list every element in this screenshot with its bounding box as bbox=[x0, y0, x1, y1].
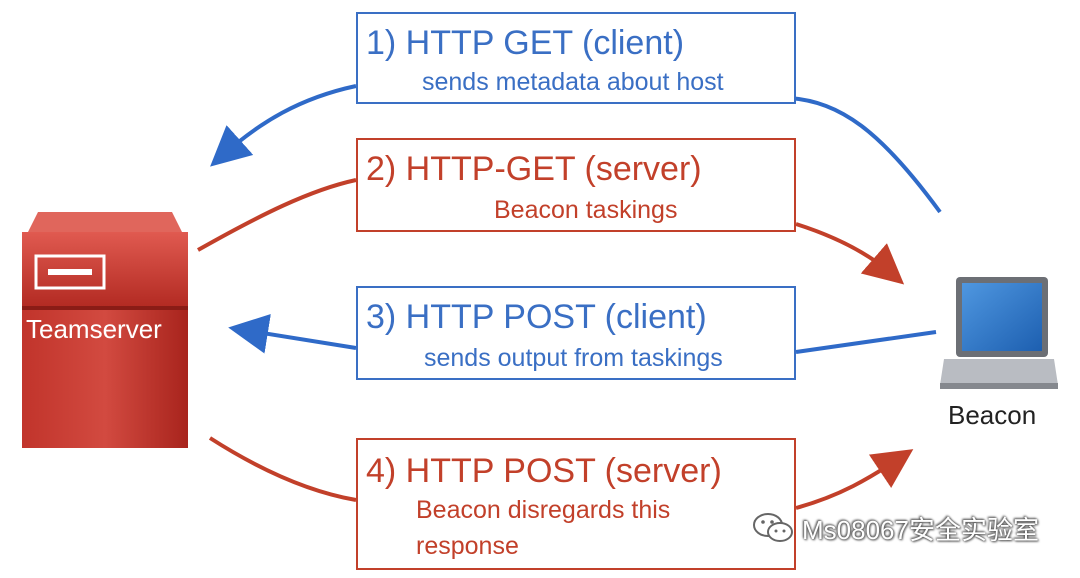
beacon-label: Beacon bbox=[948, 400, 1037, 430]
arrow-1-client-get bbox=[222, 84, 942, 214]
step-4-box: 4) HTTP POST (server) Beacon disregards … bbox=[356, 438, 796, 570]
teamserver-icon bbox=[22, 212, 188, 448]
wechat-icon bbox=[753, 513, 793, 542]
step-3-title: 3) HTTP POST (client) bbox=[366, 298, 707, 336]
step-3-subtitle: sends output from taskings bbox=[424, 344, 723, 372]
step-4-subtitle-line1: Beacon disregards this bbox=[416, 496, 671, 524]
step-1-title: 1) HTTP GET (client) bbox=[366, 24, 685, 62]
laptop-icon bbox=[940, 277, 1058, 389]
arrow-2-server-get bbox=[197, 178, 892, 274]
step-2-subtitle: Beacon taskings bbox=[494, 196, 678, 224]
step-2-title: 2) HTTP-GET (server) bbox=[366, 150, 702, 188]
step-1-box: 1) HTTP GET (client) sends metadata abou… bbox=[356, 12, 796, 104]
step-4-subtitle-line2: response bbox=[416, 532, 519, 560]
watermark-text: Ms08067安全实验室 bbox=[802, 514, 1039, 545]
arrow-3-client-post bbox=[244, 330, 937, 352]
step-3-box: 3) HTTP POST (client) sends output from … bbox=[356, 286, 796, 380]
teamserver-label: Teamserver bbox=[26, 314, 162, 344]
watermark: Ms08067安全实验室 bbox=[752, 508, 1039, 548]
step-1-subtitle: sends metadata about host bbox=[422, 68, 724, 96]
step-2-box: 2) HTTP-GET (server) Beacon taskings bbox=[356, 138, 796, 232]
step-4-title: 4) HTTP POST (server) bbox=[366, 452, 722, 490]
arrow-4-server-post bbox=[208, 438, 900, 510]
